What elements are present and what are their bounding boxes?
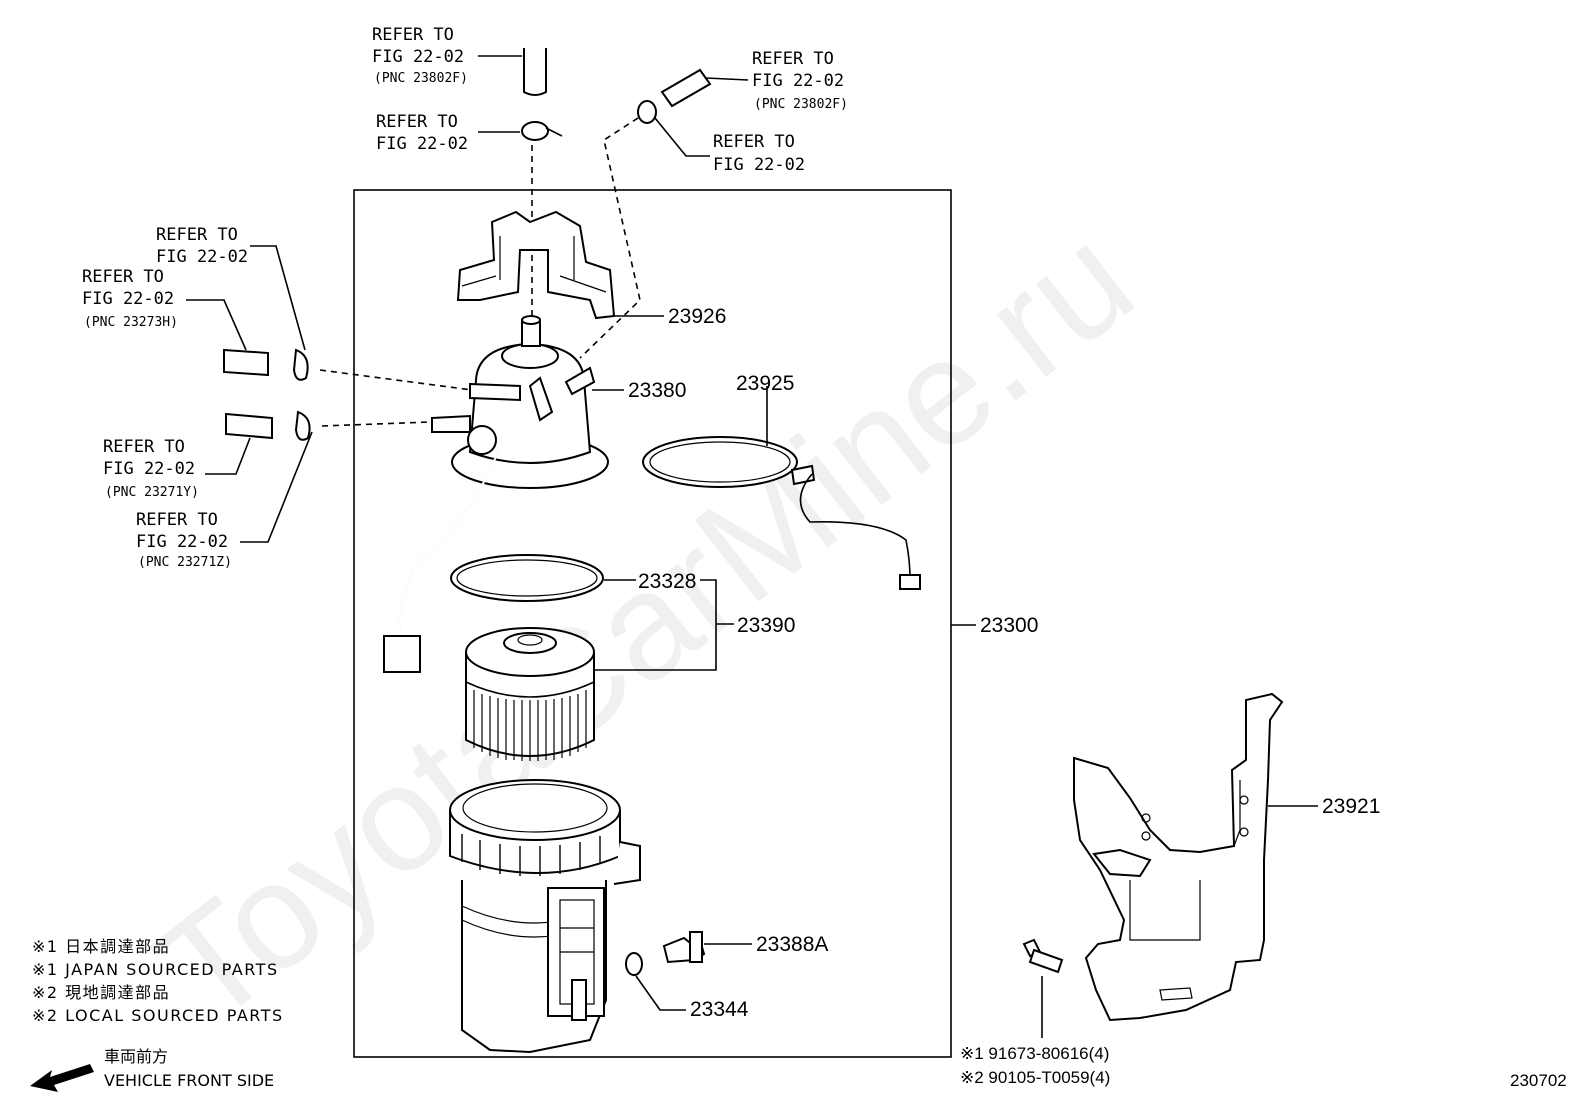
part-23328-o-ring: 23328: [450, 554, 696, 602]
part-number-23390: 23390: [737, 614, 795, 637]
clamp-right: [637, 100, 657, 124]
ref-pnc: (PNC 23271Z): [138, 555, 232, 570]
legend-local-en: ※2 LOCAL SOURCED PARTS: [32, 1006, 284, 1025]
ref-left-hose-1: REFER TO FIG 22-02 (PNC 23273H): [82, 267, 269, 377]
ref-line2: FIG 22-02: [376, 134, 468, 154]
ref-line2: FIG 22-02: [713, 155, 805, 175]
ref-right-hose: REFER TO FIG 22-02 (PNC 23802F): [660, 49, 848, 112]
part-filter-bowl: [449, 779, 641, 1054]
ref-pnc: (PNC 23802F): [374, 71, 468, 86]
ref-line1: REFER TO: [376, 112, 458, 132]
clamp-left-1: [292, 348, 309, 381]
bolt-part-2: ※2 90105-T0059(4): [960, 1068, 1110, 1087]
ref-left-clamp-1: REFER TO FIG 22-02: [156, 225, 309, 381]
bolt-part-1: ※1 91673-80616(4): [960, 1044, 1109, 1063]
ref-line1: REFER TO: [752, 49, 834, 69]
ref-line1: REFER TO: [713, 132, 795, 152]
part-23380-filter-head: 23380: [383, 315, 686, 673]
part-number-23344: 23344: [690, 998, 749, 1021]
part-number-23926: 23926: [668, 305, 726, 328]
ref-line2: FIG 22-02: [372, 47, 464, 67]
hose-top: [523, 48, 547, 96]
ref-line1: REFER TO: [372, 25, 454, 45]
ref-line1: REFER TO: [103, 437, 185, 457]
part-number-23300: 23300: [980, 614, 1038, 637]
ref-line1: REFER TO: [156, 225, 238, 245]
assembly-frame: [353, 189, 952, 1058]
part-number-23925: 23925: [736, 372, 794, 395]
part-23921-bracket: 23921: [1073, 692, 1380, 1022]
ref-pnc: (PNC 23273H): [84, 315, 178, 330]
front-label-jp: 車両前方: [104, 1047, 168, 1066]
bolt-icon: [1022, 938, 1064, 1038]
hose-left-1: [223, 348, 269, 377]
figure-number: 230702: [1510, 1071, 1567, 1090]
ref-line1: REFER TO: [136, 510, 218, 530]
ref-left-clamp-2: REFER TO FIG 22-02 (PNC 23271Z): [136, 410, 313, 570]
ref-top-tube: REFER TO FIG 22-02 (PNC 23802F): [372, 25, 547, 96]
legend-japan-jp: ※1 日本調達部品: [32, 937, 170, 956]
vehicle-front-arrow-icon: [30, 1064, 94, 1092]
clamp-left-2: [294, 410, 311, 441]
ref-right-clamp: REFER TO FIG 22-02: [637, 100, 805, 175]
ref-line1: REFER TO: [82, 267, 164, 287]
part-23388a-drain-plug: 23388A: [662, 931, 828, 964]
part-23925-sensor-ring: 23925: [642, 372, 921, 590]
hose-right: [660, 68, 712, 108]
ref-top-clamp: REFER TO FIG 22-02: [376, 112, 563, 154]
ref-line2: FIG 22-02: [156, 247, 248, 267]
hose-left-2: [225, 412, 273, 440]
ref-pnc: (PNC 23271Y): [105, 485, 199, 500]
ref-pnc: (PNC 23802F): [754, 97, 848, 112]
part-number-23388a: 23388A: [756, 933, 828, 956]
ref-left-hose-2: REFER TO FIG 22-02 (PNC 23271Y): [103, 412, 273, 500]
part-number-23921: 23921: [1322, 795, 1380, 818]
ref-line2: FIG 22-02: [752, 71, 844, 91]
legend-local-jp: ※2 現地調達部品: [32, 983, 170, 1002]
clamp-top: [521, 121, 549, 141]
part-23344-o-ring: 23344: [625, 952, 749, 1021]
legend-japan-en: ※1 JAPAN SOURCED PARTS: [32, 960, 279, 979]
ref-line2: FIG 22-02: [136, 532, 228, 552]
part-number-23380: 23380: [628, 379, 686, 402]
part-23390-filter-element: [465, 627, 595, 761]
part-23926-cover: 23926: [456, 210, 726, 328]
ref-line2: FIG 22-02: [82, 289, 174, 309]
ref-line2: FIG 22-02: [103, 459, 195, 479]
part-number-23328: 23328: [638, 570, 696, 593]
front-label-en: VEHICLE FRONT SIDE: [104, 1071, 274, 1090]
